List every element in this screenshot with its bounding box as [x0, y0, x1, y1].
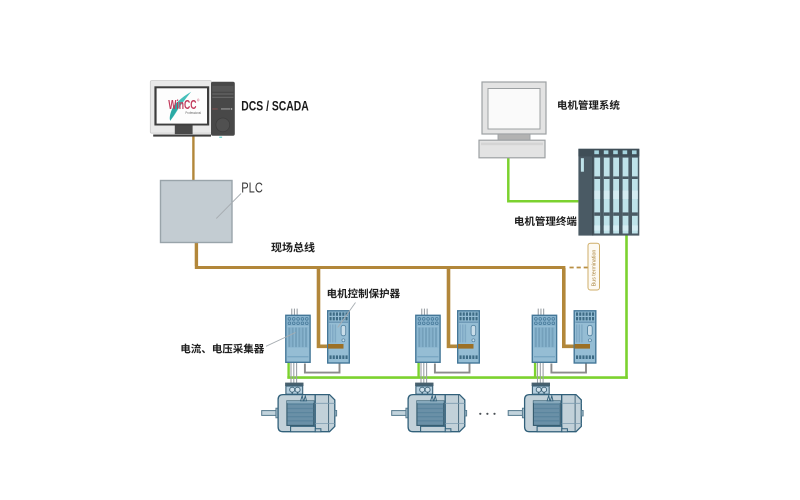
svg-text:PLC: PLC	[241, 179, 263, 196]
svg-text:®: ®	[197, 98, 200, 102]
svg-text:WinCC: WinCC	[168, 98, 196, 112]
svg-text:Professional: Professional	[185, 111, 201, 115]
svg-text:DCS / SCADA: DCS / SCADA	[241, 98, 308, 114]
svg-text:Bus termination: Bus termination	[592, 250, 598, 287]
